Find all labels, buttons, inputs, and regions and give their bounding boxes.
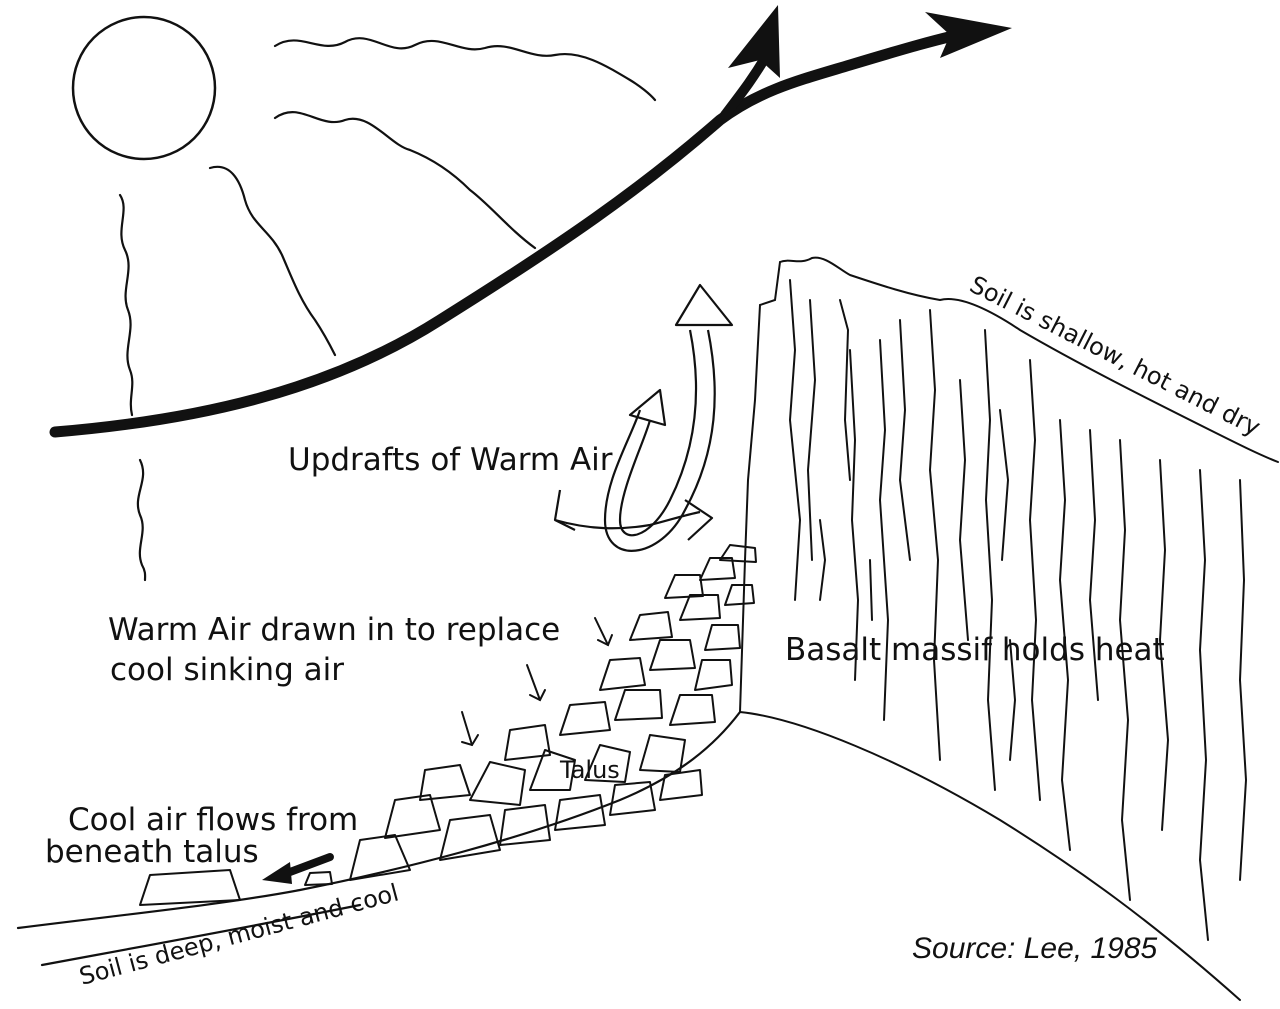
label-cool-air-1: Cool air flows from — [68, 802, 358, 838]
arrowhead-right — [925, 12, 1012, 58]
source-citation: Source: Lee, 1985 — [912, 932, 1158, 965]
basalt-cliff — [739, 256, 1279, 1001]
label-soil-shallow: Soil is shallow, hot and dry — [965, 270, 1265, 441]
label-warm-air-1: Warm Air drawn in to replace — [108, 612, 560, 648]
label-basalt: Basalt massif holds heat — [785, 632, 1165, 668]
airflow-arrow — [49, 24, 986, 438]
talus-boulders — [139, 544, 757, 906]
cool-air-arrowhead — [262, 862, 292, 884]
updraft-arrows — [553, 283, 734, 552]
sinking-air-arrows — [461, 617, 613, 747]
ground — [16, 710, 742, 967]
sun — [71, 15, 217, 161]
heat-waves — [118, 37, 657, 582]
label-warm-air-2: cool sinking air — [110, 652, 344, 688]
cool-air-arrow — [286, 853, 334, 876]
arrowhead-up — [728, 5, 780, 78]
label-updrafts: Updrafts of Warm Air — [288, 442, 613, 478]
label-talus: Talus — [559, 756, 620, 784]
label-cool-air-2: beneath talus — [45, 834, 259, 870]
